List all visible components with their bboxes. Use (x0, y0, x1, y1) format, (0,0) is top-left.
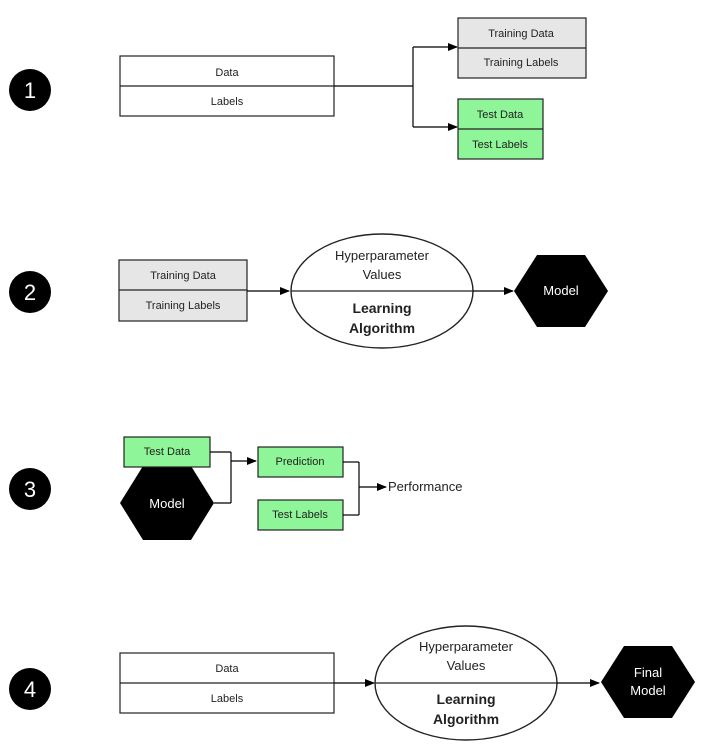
prediction-box: Prediction (257, 446, 344, 478)
test-data-box: Test Data (123, 436, 211, 468)
learning-algorithm-ellipse: Hyperparameter Values Learning Algorithm (374, 625, 558, 741)
test-labels-label: Test Labels (472, 139, 528, 151)
data-labels-box: Data Labels (119, 55, 335, 117)
prediction-label: Prediction (276, 456, 325, 468)
training-set-box: Training Data Training Labels (118, 259, 248, 322)
performance-label: Performance (388, 479, 462, 494)
split-connector (334, 43, 458, 131)
training-set-box: Training Data Training Labels (457, 17, 587, 79)
step-1-number: 1 (24, 78, 36, 103)
merge-connector (210, 451, 257, 504)
step-4: 4 Data Labels Hyperparameter Values Lear… (9, 625, 695, 741)
hyperparameter-label: Hyperparameter (419, 639, 514, 654)
step-3-number: 3 (24, 477, 36, 502)
training-data-label: Training Data (150, 270, 217, 282)
learning-label: Learning (352, 300, 411, 316)
labels-label: Labels (211, 693, 244, 705)
learning-label: Learning (436, 691, 495, 707)
model-label: Model (149, 496, 185, 511)
values-label: Values (447, 658, 486, 673)
test-labels-box: Test Labels (257, 499, 344, 531)
performance-connector (343, 461, 387, 516)
step-2: 2 Training Data Training Labels Hyperpar… (9, 233, 608, 349)
training-data-label: Training Data (488, 28, 555, 40)
step-4-badge (9, 668, 51, 710)
hyperparameter-label: Hyperparameter (335, 248, 430, 263)
model-label: Model (543, 283, 579, 298)
step-2-badge (9, 271, 51, 313)
labels-label: Labels (211, 96, 244, 108)
step-1-badge (9, 69, 51, 111)
test-data-label: Test Data (477, 109, 524, 121)
test-labels-label: Test Labels (272, 509, 328, 521)
test-data-label: Test Data (144, 446, 191, 458)
data-label: Data (215, 663, 239, 675)
algorithm-label: Algorithm (433, 711, 499, 727)
final-model-hexagon: Final Model (601, 646, 695, 718)
data-label: Data (215, 67, 239, 79)
model-hexagon: Model (120, 466, 214, 540)
step-3: 3 Model Test Data Prediction Test Labels (9, 436, 462, 540)
learning-algorithm-ellipse: Hyperparameter Values Learning Algorithm (290, 233, 474, 349)
model-hexagon: Model (514, 255, 608, 327)
training-labels-label: Training Labels (484, 57, 559, 69)
values-label: Values (363, 267, 402, 282)
step-3-badge (9, 468, 51, 510)
training-labels-label: Training Labels (146, 300, 221, 312)
data-labels-box: Data Labels (119, 652, 335, 714)
final-label: Final (634, 665, 662, 680)
step-1: 1 Data Labels Training Data Training Lab… (9, 17, 587, 160)
test-set-box: Test Data Test Labels (457, 98, 544, 160)
step-4-number: 4 (24, 677, 36, 702)
model-label: Model (630, 683, 666, 698)
algorithm-label: Algorithm (349, 320, 415, 336)
step-2-number: 2 (24, 280, 36, 305)
